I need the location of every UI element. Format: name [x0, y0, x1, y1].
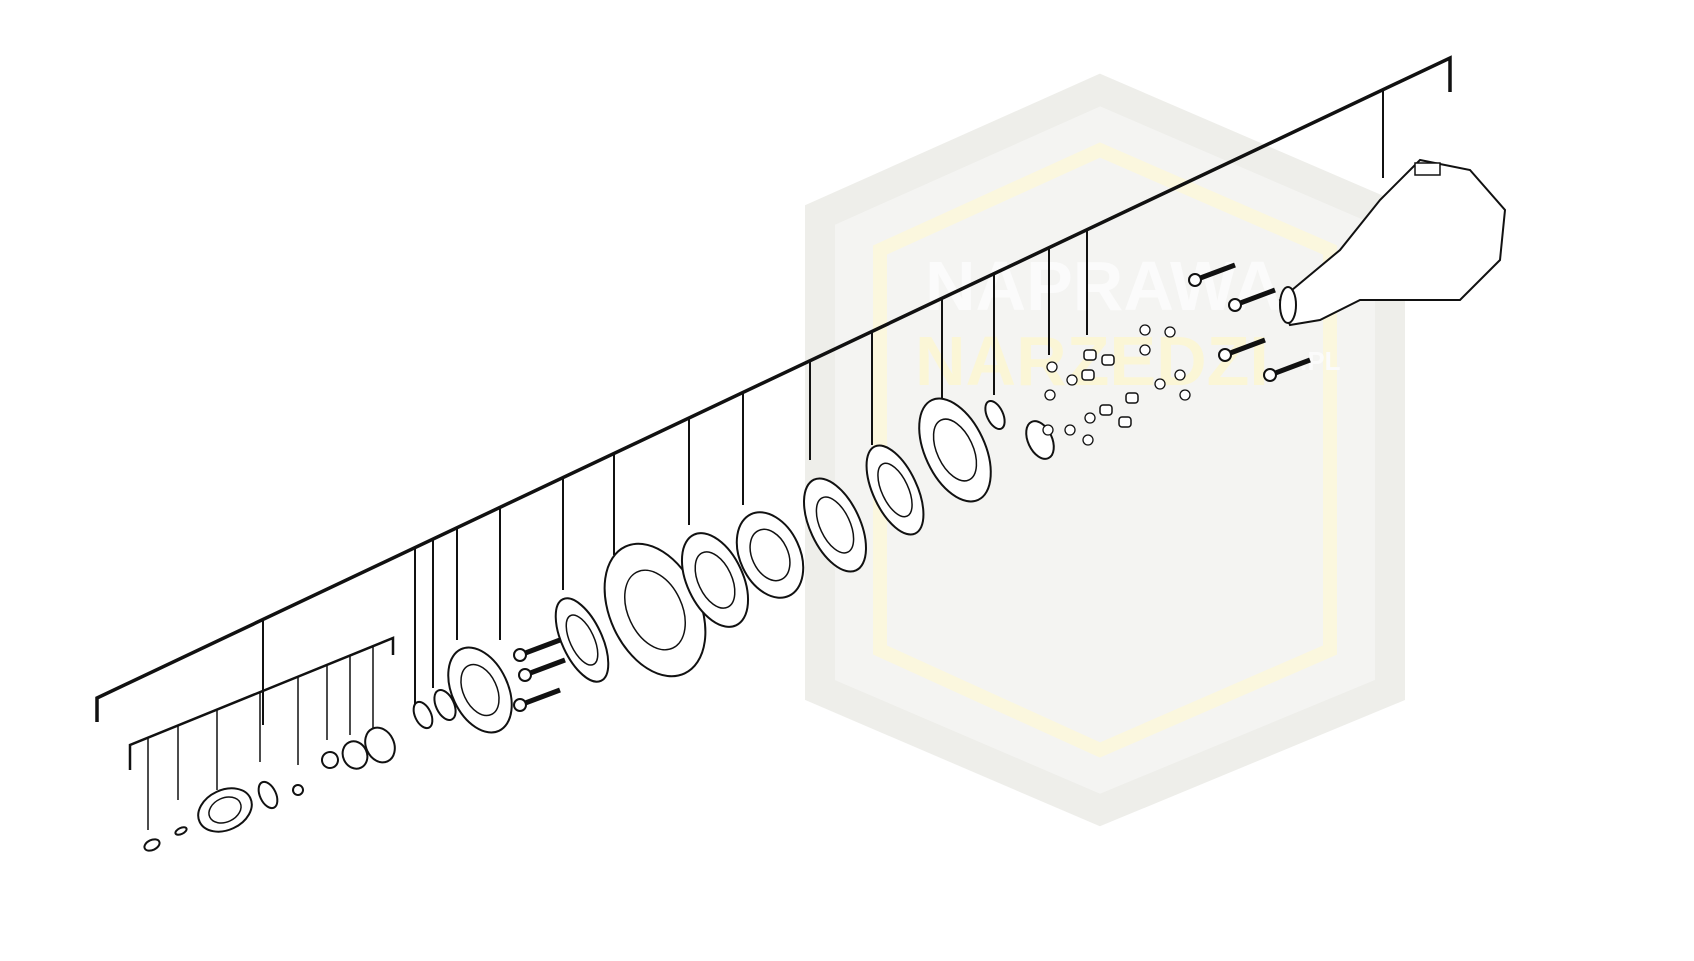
part-outline [1025, 420, 1055, 460]
roller [1125, 392, 1139, 404]
part-outline [364, 726, 396, 764]
screw [1269, 357, 1311, 378]
part-outline [143, 838, 161, 852]
ball [1164, 326, 1176, 338]
part-outline [447, 646, 513, 734]
screw-head [1228, 298, 1242, 312]
part-inner-ring [694, 551, 736, 609]
part-outline [433, 689, 457, 721]
part-outline [554, 597, 610, 683]
part-inner-ring [815, 496, 855, 554]
screw-head [518, 668, 532, 682]
screw [1224, 337, 1266, 358]
screw [1234, 287, 1276, 308]
ball [1139, 324, 1151, 336]
ball [1154, 378, 1166, 390]
screw-head [1218, 348, 1232, 362]
part-inner-ring [877, 462, 913, 518]
part-inner-ring [932, 418, 978, 482]
ball [1066, 374, 1078, 386]
watermark-text-2: NARZEDZI [915, 322, 1269, 400]
roller [1118, 416, 1132, 428]
screw [524, 657, 566, 678]
roller [1083, 349, 1097, 361]
assembly-label-plate [1414, 162, 1441, 176]
roller [1101, 354, 1115, 366]
watermark-inner-hexagon [873, 142, 1337, 758]
screw-head [513, 648, 527, 662]
part-outline [174, 826, 188, 836]
part-inner-ring [208, 796, 242, 824]
screw [519, 687, 561, 708]
main-leader-bracket [95, 55, 1452, 722]
part-inner-ring [565, 614, 599, 666]
screw-head [1188, 273, 1202, 287]
screw-head [513, 698, 527, 712]
ball [1046, 361, 1058, 373]
ball [1082, 434, 1094, 446]
part-outline [984, 399, 1006, 431]
part-outline [803, 477, 867, 573]
ball [1084, 412, 1096, 424]
part-outline [412, 700, 434, 730]
part-outline [865, 444, 925, 536]
screw [1194, 262, 1236, 283]
anvil-tip [1279, 286, 1297, 324]
part-inner-ring [624, 569, 686, 651]
ball [1044, 389, 1056, 401]
roller [1099, 404, 1113, 416]
screw [519, 637, 561, 658]
part-outline [321, 751, 339, 769]
part-outline [257, 780, 279, 810]
part-outline [197, 787, 253, 833]
anvil-assembly [1278, 158, 1507, 327]
screw-head [1263, 368, 1277, 382]
ball [1174, 369, 1186, 381]
part-inner-ring [460, 663, 500, 717]
ball [1064, 424, 1076, 436]
ball [1139, 344, 1151, 356]
ball [1042, 424, 1054, 436]
roller [1081, 369, 1095, 381]
sub-leader-bracket [128, 636, 395, 770]
part-inner-ring [749, 528, 791, 582]
part-outline [292, 784, 304, 796]
ball [1179, 389, 1191, 401]
watermark-text-1: NAPRAWA [925, 247, 1283, 325]
